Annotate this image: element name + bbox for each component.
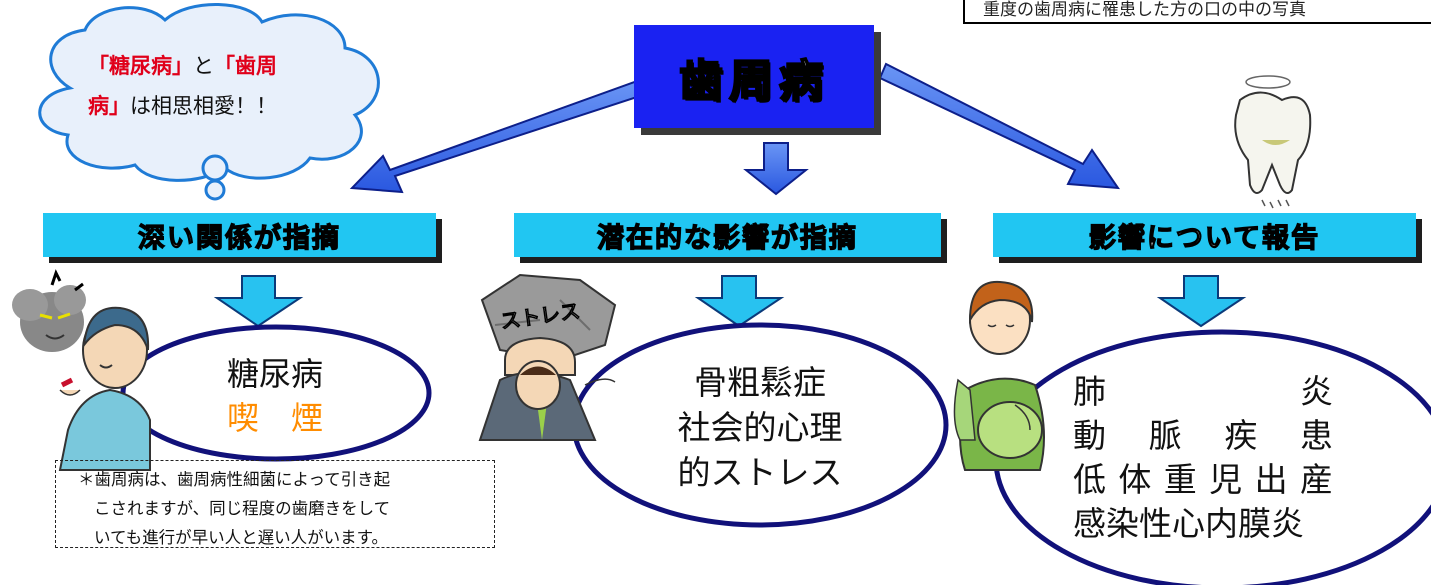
left-ellipse-line1: 糖尿病 [226,355,323,393]
right-ellipse-line3: 低 体 重 児 出 産 [1073,458,1333,502]
footnote-line3: いても進行が早い人と遅い人がいます。 [94,528,389,547]
photo-caption: 重度の歯周病に罹患した方の口の中の写真 [963,0,1431,24]
category-label: 影響について報告 [1088,222,1321,254]
char: 体 [1118,460,1152,499]
category-label: 深い関係が指摘 [137,222,341,254]
footnote-box: ＊歯周病は、歯周病性細菌によって引き起 こされますが、同じ程度の歯磨きをして い… [55,460,495,548]
footnote-line1: ＊歯周病は、歯周病性細菌によって引き起 [78,470,391,489]
category-box-potential-impact: 潜在的な影響が指摘 [514,213,941,257]
cloud-and-label: と [193,54,214,78]
char: 患 [1299,416,1333,455]
center-title: 歯周病 [678,55,829,108]
arrow-down-left [213,275,304,328]
right-ellipse-line1b: 炎 [1300,372,1333,411]
char: 低 [1073,460,1106,499]
tooth-illustration [1234,75,1312,209]
right-ellipse-line1: 肺 炎 [1073,370,1333,414]
stressed-man-illustration [478,273,617,441]
arrow-down-middle [694,275,785,328]
center-ellipse-line3: 的ストレス [677,453,843,492]
thought-cloud [38,3,380,201]
cloud-diabetes-label: 「糖尿病」 [88,54,193,78]
cloud-love-label: は相思相愛！！ [130,94,277,118]
pregnant-woman-illustration [953,280,1045,471]
smoking-man-illustration [12,269,151,471]
footnote-line2: こされますが、同じ程度の歯磨きをして [94,499,391,518]
title-box: 歯周病 [634,25,874,128]
char: 産 [1299,460,1333,499]
arrow-down-right [1156,275,1247,328]
right-ellipse-line1a: 肺 [1073,372,1106,411]
right-ellipse-text: 肺 炎 動 脈 疾 患 低 体 重 児 出 産 感染性心内膜炎 [1073,370,1333,546]
left-ellipse-line2: 喫 煙 [226,399,323,437]
center-ellipse-line1: 骨粗鬆症 [694,363,826,402]
right-ellipse-line4: 感染性心内膜炎 [1073,504,1304,543]
char: 動 [1073,416,1106,455]
char: 重 [1163,460,1197,499]
char: 出 [1254,460,1288,499]
char: 脈 [1148,416,1182,455]
cloud-text: 「糖尿病」と「歯周 病」は相思相愛！！ [88,46,348,126]
left-ellipse-text: 糖尿病 喫 煙 [150,352,400,440]
arrow-down-center [743,142,809,196]
center-ellipse-line2: 社会的心理 [677,408,843,447]
cloud-perio-label-b: 病」 [88,94,130,118]
arrow-right [878,62,1121,190]
center-ellipse-text: 骨粗鬆症 社会的心理 的ストレス [625,360,895,495]
char: 疾 [1224,416,1258,455]
category-box-deep-relation: 深い関係が指摘 [43,213,436,257]
category-label: 潜在的な影響が指摘 [596,222,858,254]
category-box-reported-impact: 影響について報告 [993,213,1416,257]
char: 児 [1209,460,1243,499]
cloud-perio-label-a: 「歯周 [214,54,277,78]
arrow-left [349,78,648,194]
right-ellipse-line2: 動 脈 疾 患 [1073,414,1333,458]
